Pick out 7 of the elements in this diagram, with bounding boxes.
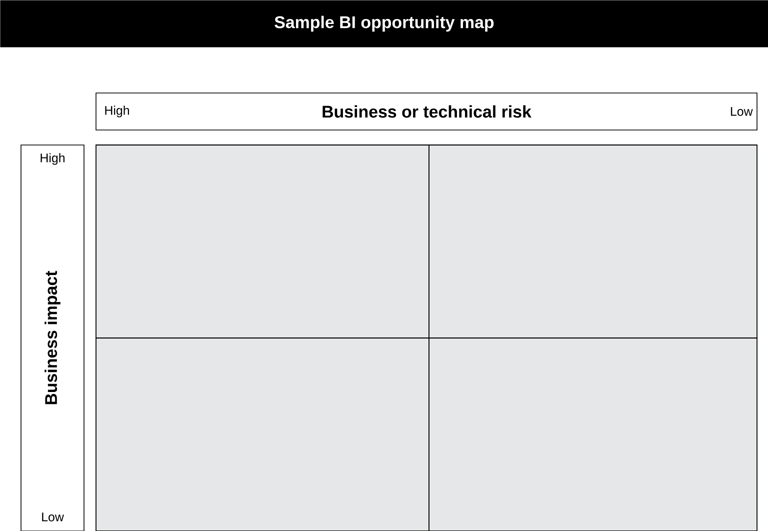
quadrant-box [96,338,430,531]
axis-box: High Business or technical risk Low [96,92,758,130]
quadrant-box [96,144,430,338]
quadrant-box [428,338,758,531]
title-bar: Sample BI opportunity map [0,0,768,48]
quadrant-box [428,144,758,338]
axis-box: High Business impact Low [20,144,84,531]
